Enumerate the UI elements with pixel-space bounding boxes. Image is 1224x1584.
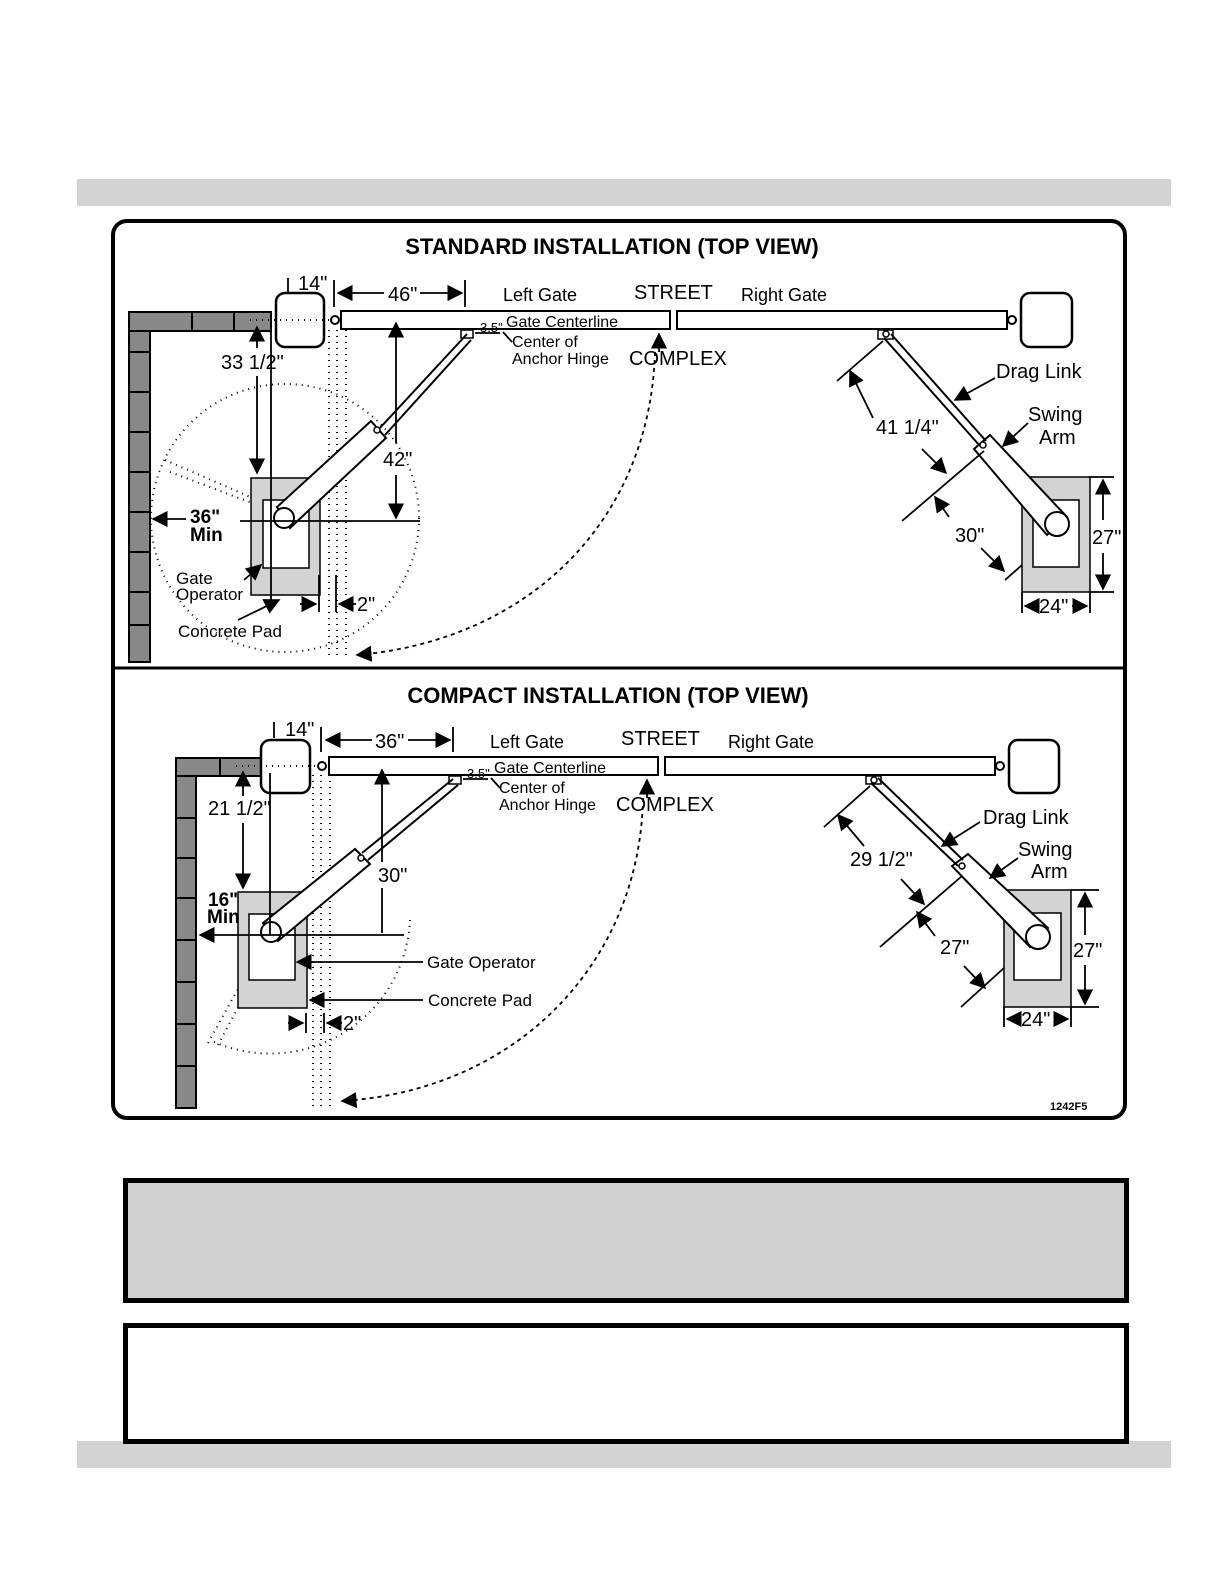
std-dim-width: 46"	[388, 284, 417, 306]
cmp-dim-min: 16"	[208, 890, 238, 911]
cmp-dim-offset: 14"	[285, 719, 314, 741]
cmp-dim-arm: 30"	[378, 865, 407, 887]
std-dim-arm: 42"	[383, 449, 412, 471]
standard-title: STANDARD INSTALLATION (TOP VIEW)	[405, 234, 819, 259]
std-min-label: Min	[190, 525, 223, 546]
figure-code: 1242F5	[1050, 1101, 1087, 1113]
wall	[128, 311, 272, 663]
std-dim-pad-w: 24"	[1039, 596, 1068, 618]
std-dim-link: 41 1/4"	[876, 417, 939, 439]
compact-left-gate-bar	[328, 756, 659, 776]
cmp-gate-centerline-label: Gate Centerline	[494, 760, 606, 777]
standard-dimensions	[151, 278, 1114, 662]
cmp-drag-link-label: Drag Link	[983, 807, 1070, 829]
cmp-center-of-label: Center of	[499, 780, 565, 797]
std-swing-label: Swing	[1028, 404, 1082, 426]
compact-right-hinge	[995, 761, 1005, 771]
std-dim-depth: 33 1/2"	[221, 352, 284, 374]
cmp-right-gate-label: Right Gate	[728, 732, 814, 752]
note-box-grey	[123, 1178, 1129, 1303]
right-post	[1019, 291, 1074, 349]
compact-right-gate-bar	[664, 756, 996, 776]
cmp-dim-pad-w: 24"	[1021, 1009, 1050, 1031]
cmp-dim-swing: 27"	[940, 937, 969, 959]
std-gate-centerline-label: Gate Centerline	[506, 314, 618, 331]
footer-bar	[77, 1441, 1171, 1468]
cmp-dim-gap: 2"	[343, 1013, 361, 1035]
compact-right-post	[1007, 738, 1061, 795]
left-hinge	[330, 315, 340, 325]
std-gate-label: Gate	[176, 569, 213, 588]
compact-panel: COMPACT INSTALLATION (TOP VIEW)	[175, 683, 1102, 1113]
compact-dimensions	[198, 722, 1099, 1109]
std-anchor-hinge-label: Anchor Hinge	[512, 351, 609, 368]
cmp-min-label: Min	[207, 907, 240, 928]
compact-anchor-bracket	[448, 775, 462, 785]
right-gate-bar	[676, 310, 1008, 330]
std-complex-label: COMPLEX	[629, 348, 727, 370]
cmp-swing-label: Swing	[1018, 839, 1072, 861]
compact-right-operator-arm	[870, 776, 1051, 950]
std-dim-small: 3.5"	[480, 320, 503, 335]
cmp-complex-label: COMPLEX	[616, 794, 714, 816]
std-dim-offset: 14"	[298, 273, 327, 295]
standard-panel: STANDARD INSTALLATION (TOP VIEW)	[128, 234, 1121, 663]
cmp-dim-depth: 21 1/2"	[208, 798, 271, 820]
cmp-arm-label: Arm	[1031, 861, 1068, 883]
left-post	[274, 291, 326, 349]
cmp-dim-small: 3.5"	[467, 766, 490, 781]
compact-title: COMPACT INSTALLATION (TOP VIEW)	[407, 683, 808, 708]
std-dim-gap: 2"	[357, 594, 375, 616]
header-bar	[77, 179, 1171, 206]
right-operator-arm	[882, 330, 1070, 537]
std-right-gate-label: Right Gate	[741, 285, 827, 305]
compact-left-hinge	[317, 761, 327, 771]
std-drag-link-label: Drag Link	[996, 361, 1083, 383]
std-concrete-pad-label: Concrete Pad	[178, 622, 282, 641]
std-dim-pad-h: 27"	[1092, 527, 1121, 549]
std-dim-swing: 30"	[955, 525, 984, 547]
cmp-left-gate-label: Left Gate	[490, 732, 564, 752]
cmp-gate-operator-label: Gate Operator	[427, 953, 536, 972]
std-arm-label: Arm	[1039, 427, 1076, 449]
note-box-white	[123, 1323, 1129, 1444]
left-gate-bar	[340, 310, 671, 330]
std-left-gate-label: Left Gate	[503, 285, 577, 305]
right-hinge	[1007, 315, 1017, 325]
std-operator-label: Operator	[176, 585, 243, 604]
std-dim-min: 36"	[190, 507, 220, 528]
std-center-of-label: Center of	[512, 334, 578, 351]
cmp-street-label: STREET	[621, 728, 700, 750]
left-operator-arm	[273, 333, 472, 530]
compact-left-operator-arm	[260, 778, 459, 943]
cmp-anchor-hinge-label: Anchor Hinge	[499, 797, 596, 814]
cmp-dim-pad-h: 27"	[1073, 940, 1102, 962]
cmp-dim-link: 29 1/2"	[850, 849, 913, 871]
cmp-concrete-pad-label: Concrete Pad	[428, 991, 532, 1010]
compact-wall	[175, 757, 262, 1109]
std-street-label: STREET	[634, 282, 713, 304]
cmp-dim-width: 36"	[375, 731, 404, 753]
